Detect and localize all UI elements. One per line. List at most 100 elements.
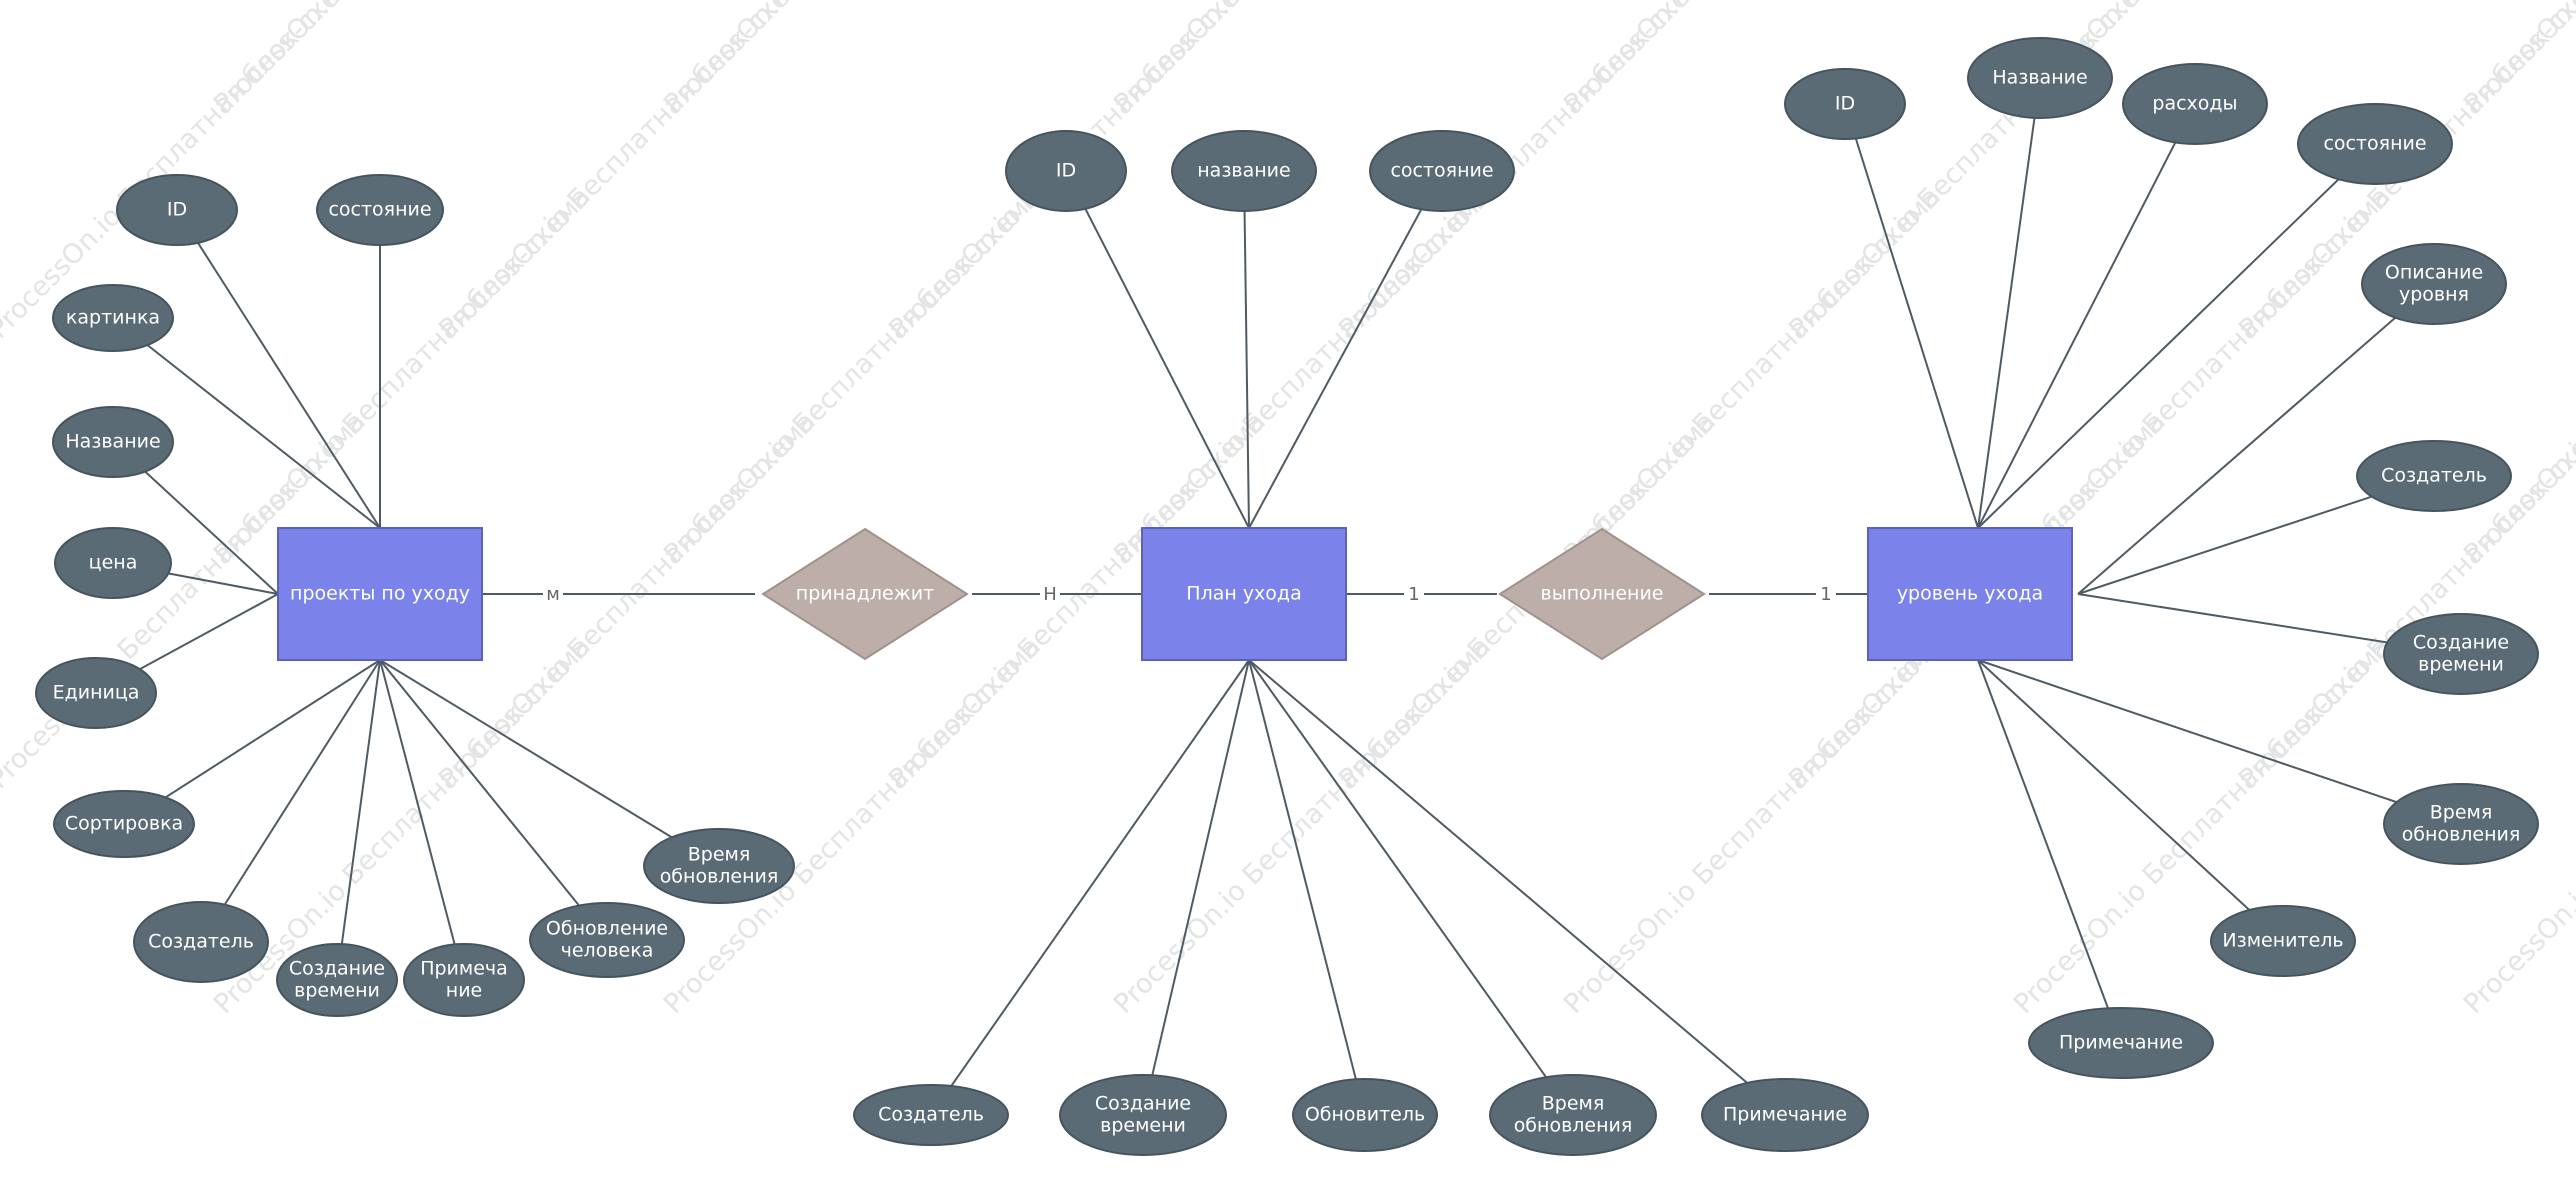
- attribute-node[interactable]: картинка: [52, 284, 174, 352]
- attribute-ellipse: [2210, 905, 2356, 977]
- attribute-connector: [1977, 103, 2196, 529]
- attribute-connector: [1243, 170, 1250, 529]
- attribute-connector: [1977, 659, 2122, 1044]
- attribute-node[interactable]: название: [1171, 130, 1317, 212]
- cardinality-label: м: [546, 584, 560, 605]
- attribute-ellipse: [2122, 63, 2268, 145]
- entity-label: План ухода: [1186, 583, 1301, 605]
- attribute-connector: [930, 659, 1250, 1116]
- attribute-label: Изменитель: [2222, 930, 2343, 952]
- attribute-connector: [1977, 77, 2041, 529]
- attribute-ellipse: [54, 527, 172, 599]
- attribute-label: Описание: [2385, 262, 2483, 284]
- cardinality-bg: [1816, 583, 1836, 607]
- attribute-connector: [1977, 143, 2376, 529]
- watermark-text: ProcessOn.io Бесплатная блок-схема: [1108, 181, 1497, 570]
- attribute-node[interactable]: Название: [52, 406, 174, 478]
- attribute-ellipse: [1292, 1078, 1438, 1152]
- attribute-connector: [200, 659, 381, 943]
- attribute-connector: [1248, 170, 1443, 529]
- attribute-label: времени: [1100, 1115, 1186, 1137]
- attribute-ellipse: [2028, 1007, 2214, 1079]
- attribute-node[interactable]: Создатель: [2356, 440, 2512, 512]
- cardinality-label: Н: [1043, 584, 1057, 605]
- attribute-ellipse: [643, 828, 795, 904]
- attribute-connector: [1248, 659, 1366, 1116]
- entity-label: проекты по уходу: [290, 583, 470, 605]
- attribute-connector: [176, 209, 381, 529]
- relationship-belongs[interactable]: принадлежит: [761, 527, 969, 661]
- attribute-label: Создание: [2413, 632, 2509, 654]
- attribute-ellipse: [1701, 1078, 1869, 1152]
- attribute-label: расходы: [2152, 93, 2237, 115]
- attribute-node[interactable]: Изменитель: [2210, 905, 2356, 977]
- attribute-node[interactable]: состояние: [1369, 130, 1515, 212]
- attribute-node[interactable]: состояние: [316, 174, 444, 246]
- attribute-connector: [379, 659, 608, 941]
- attribute-node[interactable]: Название: [1967, 37, 2113, 119]
- attribute-label: Примечание: [2059, 1032, 2183, 1054]
- attribute-node[interactable]: цена: [54, 527, 172, 599]
- attribute-node[interactable]: Создатель: [853, 1084, 1009, 1146]
- attribute-ellipse: [2383, 783, 2539, 865]
- attribute-node[interactable]: Обновитель: [1292, 1078, 1438, 1152]
- entity-label: уровень ухода: [1897, 583, 2043, 605]
- attribute-node[interactable]: ID: [1784, 68, 1906, 140]
- attribute-connector: [1248, 659, 1574, 1116]
- attribute-node[interactable]: ID: [116, 174, 238, 246]
- attribute-node[interactable]: Сортировка: [53, 790, 195, 858]
- attribute-ellipse: [116, 174, 238, 246]
- attribute-label: Время: [688, 844, 751, 866]
- attribute-label: обновления: [2402, 824, 2521, 846]
- watermark-text: ProcessOn.io Бесплатная блок-схема: [658, 181, 1047, 570]
- attribute-node[interactable]: Единица: [35, 657, 157, 729]
- entity-care_plan[interactable]: План ухода: [1141, 527, 1347, 661]
- attribute-node[interactable]: Примечание: [2028, 1007, 2214, 1079]
- attribute-node[interactable]: Создатель: [133, 901, 269, 983]
- attribute-ellipse: [35, 657, 157, 729]
- attribute-ellipse: [1489, 1074, 1657, 1156]
- attribute-connector: [379, 659, 720, 867]
- attribute-node[interactable]: Примечание: [403, 943, 525, 1017]
- attribute-connector: [1142, 659, 1250, 1116]
- entity-box: [1867, 527, 2073, 661]
- attribute-label: времени: [2418, 654, 2504, 676]
- attribute-label: состояние: [1390, 160, 1493, 182]
- watermark-text: ProcessOn.io Бесплатная блок-схема: [658, 631, 1047, 1020]
- attribute-connector: [1977, 659, 2284, 942]
- watermark-text: ProcessOn.io Бесплатная блок-схема: [1108, 0, 1497, 120]
- attribute-node[interactable]: состояние: [2297, 103, 2453, 185]
- watermark-text: ProcessOn.io Бесплатная блок-схема: [2458, 0, 2576, 120]
- watermark-text: ProcessOn.io Бесплатная блок-схема: [1558, 631, 1947, 1020]
- entity-care_projects[interactable]: проекты по уходу: [277, 527, 483, 661]
- attribute-node[interactable]: Примечание: [1701, 1078, 1869, 1152]
- attribute-label: времени: [294, 980, 380, 1002]
- attribute-label: Создатель: [878, 1104, 984, 1126]
- attribute-label: Создатель: [2381, 465, 2487, 487]
- attribute-label: Создатель: [148, 931, 254, 953]
- attribute-ellipse: [2356, 440, 2512, 512]
- attribute-ellipse: [1369, 130, 1515, 212]
- attribute-node[interactable]: ID: [1005, 130, 1127, 212]
- cardinality-label: 1: [1820, 584, 1831, 605]
- attribute-label: уровня: [2399, 284, 2469, 306]
- attribute-label: ID: [1056, 160, 1076, 182]
- relationship-execution[interactable]: выполнение: [1498, 527, 1706, 661]
- attribute-label: Примечание: [1723, 1104, 1847, 1126]
- cardinality-bg: [1404, 583, 1424, 607]
- watermark-text: ProcessOn.io Бесплатная блок-схема: [1108, 631, 1497, 1020]
- attribute-node[interactable]: расходы: [2122, 63, 2268, 145]
- entity-care_level[interactable]: уровень ухода: [1867, 527, 2073, 661]
- attribute-ellipse: [2383, 613, 2539, 695]
- attribute-label: Создание: [289, 958, 385, 980]
